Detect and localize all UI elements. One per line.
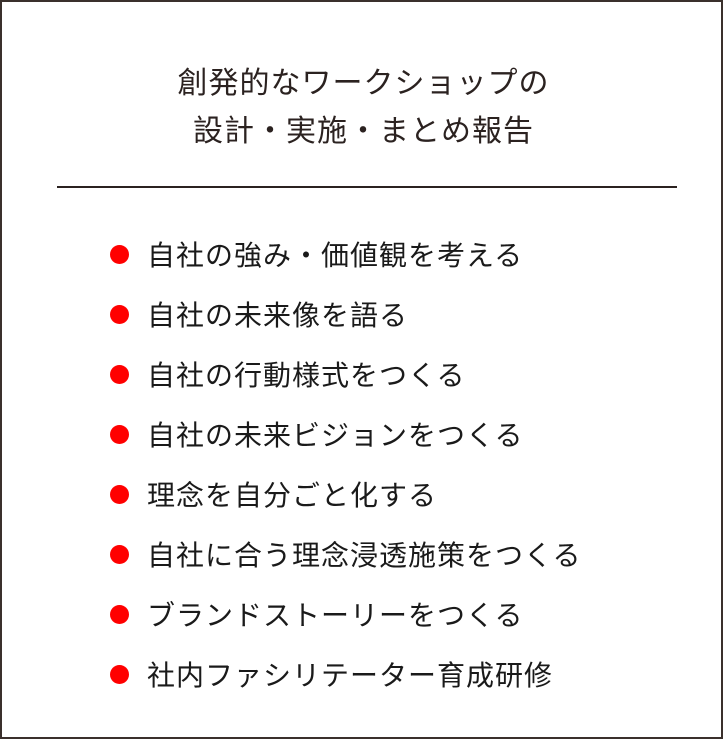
list-item: 自社に合う理念浸透施策をつくる xyxy=(110,524,581,584)
list-item-label: 自社に合う理念浸透施策をつくる xyxy=(147,539,582,572)
bullet-dot-icon xyxy=(110,244,129,264)
list-item: 自社の行動様式をつくる xyxy=(110,344,581,404)
title-line-1: 創発的なワークショップの xyxy=(177,66,550,101)
card-title: 創発的なワークショップの 設計・実施・まとめ報告 xyxy=(2,60,723,156)
service-list: 自社の強み・価値観を考える 自社の未来像を語る 自社の行動様式をつくる 自社の未… xyxy=(110,224,581,704)
list-item-label: 自社の未来ビジョンをつくる xyxy=(147,419,524,452)
bullet-dot-icon xyxy=(110,544,129,564)
list-item-label: 理念を自分ごと化する xyxy=(147,479,438,512)
list-item: 自社の未来ビジョンをつくる xyxy=(110,404,581,464)
title-divider xyxy=(57,186,677,188)
list-item: 自社の強み・価値観を考える xyxy=(110,224,581,284)
list-item: 理念を自分ごと化する xyxy=(110,464,581,524)
list-item-label: 自社の強み・価値観を考える xyxy=(147,239,524,272)
bullet-dot-icon xyxy=(110,484,129,504)
bullet-dot-icon xyxy=(110,304,129,324)
list-item-label: 自社の行動様式をつくる xyxy=(147,359,466,392)
list-item-label: 自社の未来像を語る xyxy=(147,299,409,332)
bullet-dot-icon xyxy=(110,604,129,624)
bullet-dot-icon xyxy=(110,664,129,684)
list-item: 社内ファシリテーター育成研修 xyxy=(110,644,581,704)
title-line-2: 設計・実施・まとめ報告 xyxy=(193,114,534,149)
list-item-label: 社内ファシリテーター育成研修 xyxy=(147,659,554,692)
list-item: 自社の未来像を語る xyxy=(110,284,581,344)
bullet-dot-icon xyxy=(110,364,129,384)
bullet-dot-icon xyxy=(110,424,129,444)
list-item-label: ブランドストーリーをつくる xyxy=(147,599,524,632)
list-item: ブランドストーリーをつくる xyxy=(110,584,581,644)
